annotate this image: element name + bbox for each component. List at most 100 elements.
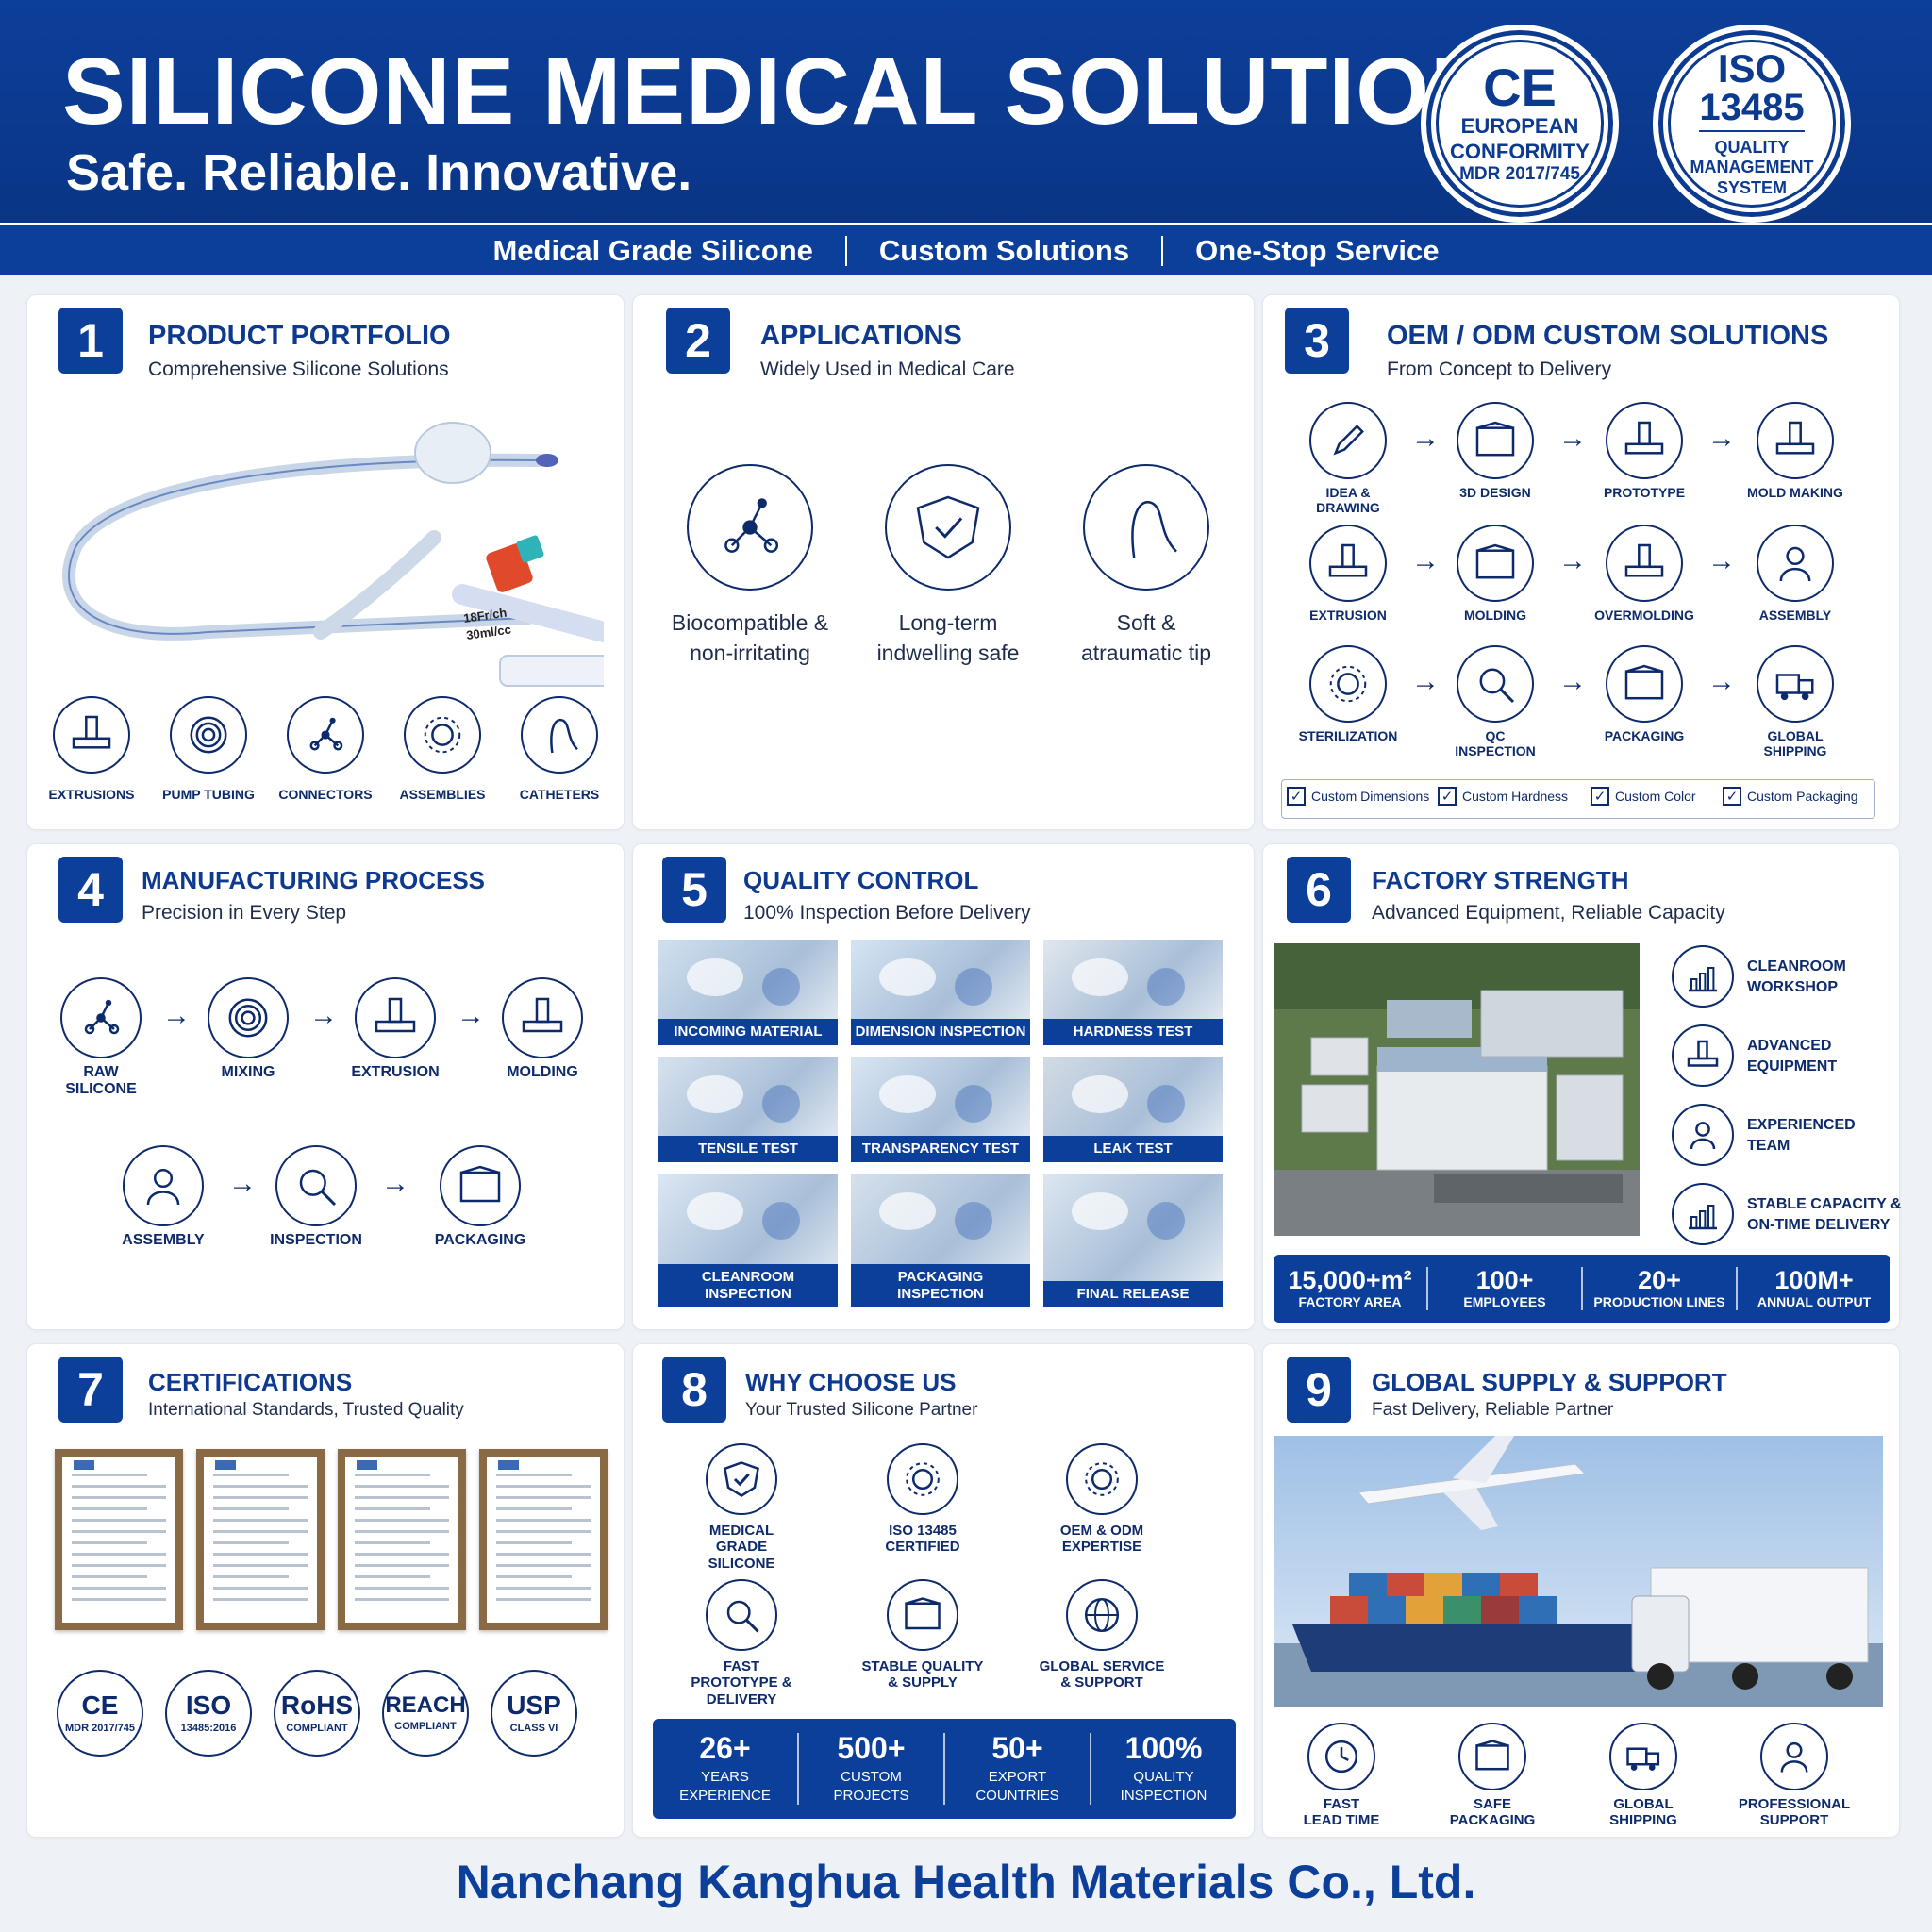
- photo-detail: [762, 1202, 800, 1240]
- certificate-text-line: [496, 1598, 591, 1601]
- stat-value: 26+: [699, 1730, 751, 1765]
- photo-detail: [879, 958, 936, 996]
- reason-label: GLOBAL SERVICE& SUPPORT: [1039, 1658, 1165, 1691]
- certificate-text-line: [72, 1519, 166, 1522]
- certificate-text-line: [72, 1496, 166, 1499]
- certificate-frame: [479, 1449, 608, 1630]
- qc-photo-caption: TRANSPARENCY TEST: [851, 1136, 1030, 1162]
- manufacturing-step-label: PACKAGING: [434, 1232, 526, 1248]
- arrow-right-icon: →: [1411, 666, 1440, 697]
- certificate-text-line: [213, 1587, 308, 1590]
- company-name-footer: Nanchang Kanghua Health Materials Co., L…: [456, 1856, 1476, 1908]
- process-step-label: EXTRUSION: [1309, 608, 1387, 623]
- arrow-right-icon: →: [381, 1168, 409, 1199]
- certificate-text-line: [496, 1587, 591, 1590]
- global-service-icon: [1066, 1579, 1138, 1651]
- certificate-text-line: [355, 1507, 430, 1510]
- section-title: WHY CHOOSE US: [745, 1368, 957, 1396]
- certificate-text-line: [213, 1564, 308, 1567]
- section-title: QUALITY CONTROL: [743, 866, 979, 894]
- qc-photo-tile: HARDNESS TEST: [1043, 940, 1223, 1045]
- header-banner: SILICONE MEDICAL SOLUTIONS Safe. Reliabl…: [0, 0, 1932, 223]
- certificate-text-line: [496, 1541, 572, 1544]
- qc-photo-tile: LEAK TEST: [1043, 1057, 1223, 1162]
- photo-detail: [687, 958, 743, 996]
- stat-label: EXPORT: [988, 1769, 1047, 1786]
- capacity-icon: [1672, 1183, 1734, 1245]
- certificate-text-line: [213, 1530, 308, 1533]
- catheter-size-label: 18Fr/ch: [462, 606, 508, 625]
- certificate-text-line: [355, 1530, 449, 1533]
- certificate-text-line: [72, 1507, 147, 1510]
- mixing-icon: [208, 977, 289, 1058]
- photo-detail: [879, 1192, 936, 1230]
- certificate-text-line: [496, 1519, 591, 1522]
- safe-packaging-icon: [1458, 1723, 1526, 1790]
- stat-value: 50+: [991, 1730, 1043, 1765]
- extrusion-icon: [355, 977, 436, 1058]
- professional-support-icon: [1760, 1723, 1828, 1790]
- product-label: PUMP TUBING: [162, 787, 255, 802]
- iso-seal-line: QUALITY: [1714, 137, 1790, 157]
- product-label: EXTRUSIONS: [48, 787, 135, 802]
- molding-icon: [502, 977, 583, 1058]
- photo-detail: [687, 1192, 743, 1230]
- divider: [844, 235, 847, 266]
- assembly-icon: [123, 1145, 204, 1226]
- section-title: GLOBAL SUPPLY & SUPPORT: [1372, 1368, 1727, 1396]
- arrow-right-icon: →: [1707, 545, 1736, 576]
- certificate-frame: [338, 1449, 466, 1630]
- badge-subtitle: COMPLIANT: [286, 1723, 348, 1734]
- divider: [1161, 235, 1164, 266]
- manufacturing-step-label: INSPECTION: [270, 1232, 362, 1248]
- stat-value: 100%: [1124, 1730, 1203, 1765]
- certificate-text-line: [213, 1474, 289, 1476]
- section-subtitle: Precision in Every Step: [142, 902, 347, 924]
- stat-label: FACTORY AREA: [1298, 1294, 1402, 1310]
- photo-detail: [1147, 968, 1185, 1006]
- certificate-text-line: [213, 1519, 308, 1522]
- ce-seal-line: MDR 2017/745: [1459, 163, 1580, 184]
- application-label: Soft &atraumatic tip: [1080, 610, 1212, 666]
- stat-label: QUALITY: [1133, 1769, 1194, 1786]
- arrow-right-icon: →: [1707, 423, 1736, 454]
- badge-subtitle: MDR 2017/745: [65, 1723, 135, 1734]
- arrow-right-icon: →: [1558, 545, 1587, 576]
- arrow-right-icon: →: [1707, 666, 1736, 697]
- containers: [1330, 1573, 1557, 1624]
- fast-lead-time-icon: [1307, 1723, 1375, 1790]
- sterilization-icon: [1309, 645, 1387, 723]
- catheter-volume-label: 30ml/cc: [465, 622, 511, 641]
- certificate-text-line: [496, 1553, 591, 1556]
- extrusions-icon: [53, 696, 130, 774]
- photo-detail: [1147, 1202, 1185, 1240]
- qc-inspection-icon: [1457, 645, 1534, 723]
- feature-bar-item: Medical Grade Silicone: [492, 233, 813, 267]
- ce-seal: CE EUROPEAN CONFORMITY MDR 2017/745: [1421, 25, 1619, 223]
- overmolding-icon: [1606, 525, 1683, 602]
- arrow-right-icon: →: [162, 1000, 191, 1031]
- arrow-right-icon: →: [228, 1168, 257, 1199]
- section-subtitle: From Concept to Delivery: [1387, 358, 1612, 380]
- photo-detail: [762, 968, 800, 1006]
- arrow-right-icon: →: [457, 1000, 485, 1031]
- certificate-text-line: [72, 1575, 147, 1578]
- custom-options-box: [1281, 779, 1875, 819]
- arrow-right-icon: →: [1411, 423, 1440, 454]
- certificate-text-line: [213, 1575, 289, 1578]
- process-step-label: PACKAGING: [1604, 728, 1685, 743]
- stat-value: 500+: [837, 1730, 906, 1765]
- process-step-label: ASSEMBLY: [1758, 608, 1832, 623]
- catheters-icon: [521, 696, 598, 774]
- ce-mark: CE: [1483, 58, 1557, 118]
- connectors-icon: [287, 696, 364, 774]
